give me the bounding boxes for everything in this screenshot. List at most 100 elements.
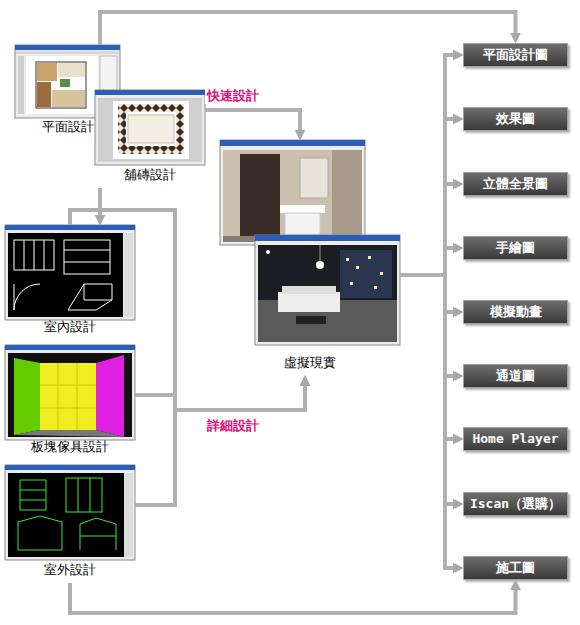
flow-arrow — [205, 110, 300, 132]
vr-bathroom-screenshot-part — [220, 140, 365, 245]
vr-living-room-screenshot-part — [258, 245, 397, 342]
vr-living-room-screenshot-part-part — [346, 258, 349, 261]
exterior-screenshot-part — [18, 478, 116, 550]
screenshot-node: 虛擬現實 — [220, 140, 400, 376]
interior-cad-screenshot-part-part — [44, 240, 45, 270]
plan-screenshot-part — [36, 62, 86, 108]
output-box: 施工圖 — [463, 556, 568, 580]
panel-furniture-screenshot-part — [40, 363, 96, 430]
exterior-screenshot-part-part — [80, 518, 116, 550]
interior-cad-screenshot-part — [5, 225, 135, 230]
flow-arrow — [400, 119, 455, 275]
output-box: 手繪圖 — [463, 236, 568, 260]
interior-cad-screenshot-part-part — [84, 300, 112, 301]
tile-screenshot-part — [95, 90, 205, 165]
edge-label: 詳細設計 — [205, 418, 261, 434]
interior-cad-screenshot-part-part — [84, 284, 85, 300]
interior-cad-screenshot-part — [124, 233, 133, 317]
output-box: 效果圖 — [463, 107, 568, 131]
flow-arrow — [400, 55, 455, 275]
vr-bathroom-screenshot-part — [240, 154, 280, 238]
vr-living-room-screenshot-part — [255, 235, 400, 241]
output-label: 模擬動畫 — [490, 304, 542, 320]
output-box: 模擬動畫 — [463, 300, 568, 324]
interior-cad-screenshot-part — [14, 240, 112, 310]
panel-furniture-screenshot-part — [5, 345, 135, 350]
plan-screenshot-part — [60, 79, 70, 87]
tile-screenshot-part — [98, 98, 202, 162]
screenshot-caption: 虛擬現實 — [284, 355, 336, 371]
interior-cad-screenshot-part-part — [14, 284, 15, 310]
interior-cad-screenshot-part — [8, 233, 123, 317]
output-label: 施工圖 — [496, 560, 535, 576]
exterior-screenshot-part-part — [20, 500, 46, 501]
vr-bathroom-screenshot-part — [332, 150, 362, 242]
screenshot-caption: 室外設計 — [44, 562, 96, 578]
panel-furniture-screenshot-part — [14, 358, 40, 435]
output-box: Home Player — [463, 427, 568, 451]
vr-living-room-screenshot-part — [278, 292, 340, 312]
exterior-screenshot-part — [5, 465, 135, 560]
tile-screenshot-part — [118, 112, 126, 146]
vr-living-room-screenshot-part — [282, 286, 336, 294]
plan-screenshot-part — [15, 45, 120, 50]
flow-arrow — [70, 210, 305, 410]
screenshot-caption: 板塊傢具設計 — [31, 439, 109, 455]
vr-bathroom-screenshot-part — [300, 158, 328, 198]
interior-cad-screenshot-part-part — [64, 250, 110, 251]
vr-living-room-screenshot-part-part — [356, 266, 359, 269]
plan-screenshot-part — [58, 63, 85, 77]
vr-bathroom-screenshot — [220, 140, 365, 245]
vr-bathroom-screenshot-part — [280, 205, 325, 213]
flow-arrow — [70, 583, 516, 613]
exterior-screenshot-part-part — [66, 478, 102, 512]
screenshot-node: 板塊傢具設計 — [5, 345, 135, 460]
exterior-screenshot-part — [8, 473, 124, 557]
edge-label: 快速設計 — [205, 88, 261, 104]
vr-living-room-screenshot-part — [266, 250, 270, 254]
flow-arrow — [98, 188, 102, 217]
plan-screenshot-part — [37, 63, 57, 81]
exterior-screenshot-part-part — [78, 478, 79, 512]
panel-furniture-screenshot-part-part — [40, 385, 96, 386]
vr-living-room-screenshot-part — [316, 261, 324, 269]
output-label: 手繪圖 — [496, 240, 535, 256]
exterior-screenshot-part-part — [18, 516, 62, 550]
output-label: 效果圖 — [496, 111, 535, 127]
vr-living-room-screenshot-part — [340, 250, 392, 298]
interior-cad-screenshot-part-part — [14, 240, 54, 270]
vr-living-room-screenshot — [255, 235, 400, 345]
interior-cad-screenshot-part-part — [14, 284, 40, 310]
interior-cad-screenshot-part-part — [68, 284, 112, 310]
tile-screenshot-part — [95, 90, 205, 95]
interior-cad-screenshot-part-part — [24, 240, 25, 270]
screenshot-node: 舖磚設計 — [95, 90, 205, 188]
panel-furniture-screenshot-part-part — [40, 408, 96, 409]
flow-arrow — [135, 384, 305, 410]
output-box: 通道圖 — [463, 364, 568, 388]
vr-living-room-screenshot-part-part — [380, 272, 383, 275]
flow-arrow — [400, 275, 455, 568]
exterior-screenshot-part-part — [90, 478, 91, 512]
flow-arrow — [400, 248, 455, 275]
vr-living-room-screenshot-part — [255, 235, 400, 345]
vr-living-room-screenshot-part-part — [368, 256, 371, 259]
output-label: Iscan（選購） — [470, 496, 561, 512]
output-box: 平面設計圖 — [463, 43, 568, 67]
interior-cad-screenshot — [5, 225, 135, 320]
interior-cad-screenshot-part-part — [64, 262, 110, 263]
vr-living-room-screenshot-part-part — [374, 286, 377, 289]
interior-cad-screenshot-part — [5, 225, 135, 320]
panel-furniture-screenshot-part — [96, 355, 124, 437]
output-box: 立體全景圖 — [463, 172, 568, 196]
tile-screenshot-part — [118, 104, 184, 112]
vr-living-room-screenshot-part — [346, 256, 383, 289]
screenshot-caption: 室內設計 — [44, 319, 96, 335]
plan-screenshot-part — [37, 82, 51, 107]
output-box: Iscan（選購） — [463, 492, 568, 516]
panel-furniture-screenshot-part-part — [77, 363, 78, 430]
plan-screenshot-part — [52, 90, 85, 107]
exterior-screenshot-part — [124, 473, 133, 557]
